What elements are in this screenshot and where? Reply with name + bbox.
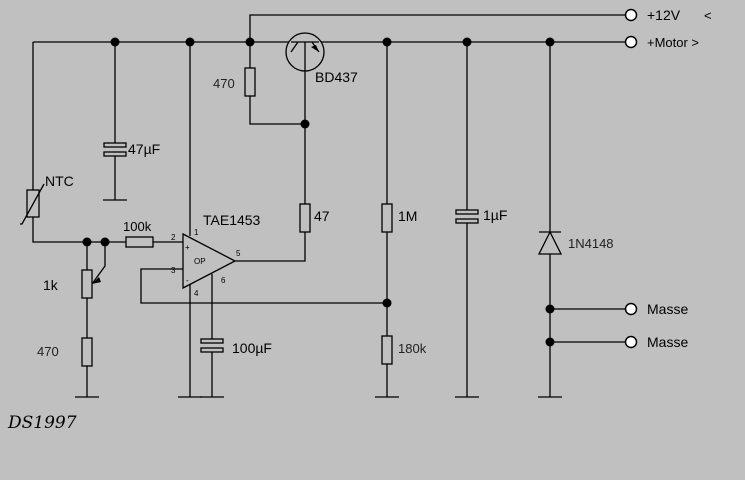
pin-6: 6 <box>221 276 226 285</box>
label-r-470-bottom: 470 <box>37 344 59 359</box>
ground-symbols <box>75 199 562 398</box>
signature: DS1997 <box>7 413 77 433</box>
resistor-180k <box>381 335 393 365</box>
label-plus12v: +12V <box>647 7 681 23</box>
ntc-thermistor <box>20 183 45 225</box>
label-r-47: 47 <box>314 208 330 224</box>
label-r-180k: 180k <box>398 341 427 356</box>
pin-1: 1 <box>194 228 199 237</box>
opamp-tae1453 <box>182 232 237 290</box>
resistor-47 <box>299 203 311 233</box>
capacitor-47uf <box>103 142 127 157</box>
capacitor-100uf <box>200 338 224 353</box>
label-r-base: 470 <box>213 76 235 91</box>
terminal-plus12v <box>624 8 638 22</box>
labels: +12V < +Motor > Masse Masse BD437 470 47… <box>7 7 712 433</box>
pin-minus-sign: - <box>186 276 189 285</box>
label-r-1m: 1M <box>398 208 417 224</box>
label-bd437: BD437 <box>315 69 358 85</box>
label-masse-1: Masse <box>647 301 688 317</box>
label-c-100uf: 100µF <box>232 340 272 356</box>
resistor-1m <box>381 203 393 233</box>
terminal-masse-2 <box>624 335 638 349</box>
terminal-masse-1 <box>624 302 638 316</box>
potentiometer-1k <box>81 269 101 299</box>
label-opamp-symbol: OP <box>194 257 206 266</box>
capacitor-1uf <box>455 209 479 224</box>
label-opamp: TAE1453 <box>203 212 261 228</box>
pin-2: 2 <box>171 233 176 242</box>
resistor-100k <box>125 236 154 248</box>
label-c-47uf: 47µF <box>128 141 160 157</box>
transistor-bd437 <box>285 32 325 72</box>
diode-1n4148 <box>537 230 563 255</box>
pin-3: 3 <box>171 266 176 275</box>
resistor-470-bottom <box>81 337 93 367</box>
label-pot-1k: 1k <box>43 277 59 293</box>
label-plus12v-arrow: < <box>704 8 712 23</box>
label-masse-2: Masse <box>647 334 688 350</box>
wires <box>32 14 625 397</box>
pin-plus-sign: + <box>185 243 190 252</box>
resistor-470-base <box>244 67 256 97</box>
label-ntc: NTC <box>45 173 74 189</box>
components <box>20 32 563 367</box>
label-motor: +Motor > <box>647 35 699 50</box>
terminal-motor <box>624 35 638 49</box>
terminals <box>624 8 638 349</box>
pin-4: 4 <box>194 289 199 298</box>
label-c-1uf: 1µF <box>483 207 507 223</box>
junction-dots <box>82 37 555 347</box>
label-diode: 1N4148 <box>568 236 614 251</box>
label-r-100k: 100k <box>123 219 152 234</box>
pin-5: 5 <box>236 249 241 258</box>
